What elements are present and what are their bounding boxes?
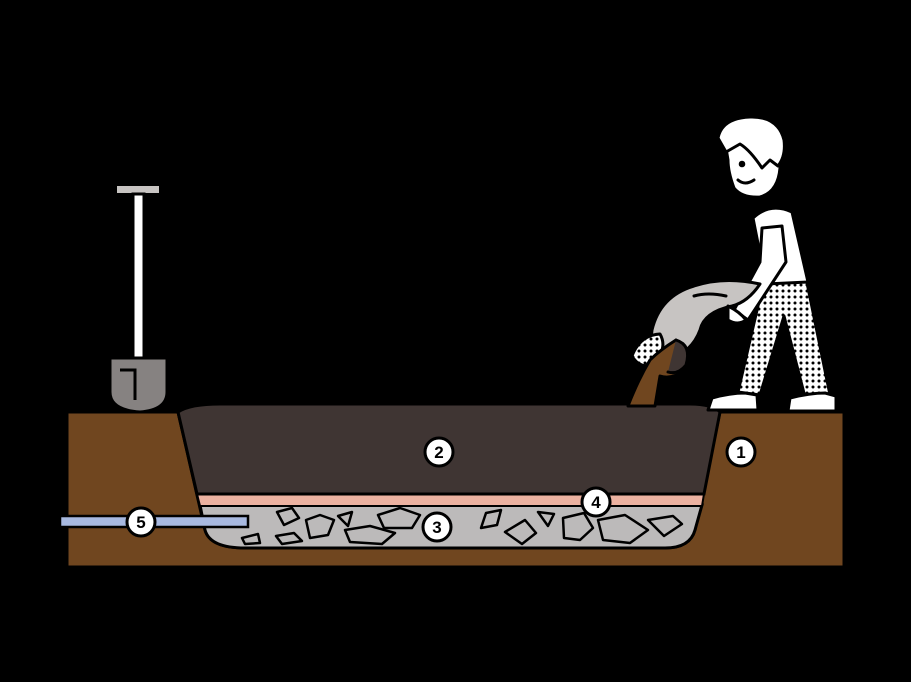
rock xyxy=(343,524,397,546)
rock xyxy=(274,531,304,546)
callout-4-label: 4 xyxy=(591,493,601,512)
rock xyxy=(561,511,595,542)
shovel-icon xyxy=(108,184,169,414)
callout-1-label: 1 xyxy=(736,443,745,462)
rock xyxy=(240,532,262,546)
rock xyxy=(536,510,556,528)
callout-2: 2 xyxy=(423,436,455,468)
sand-layer xyxy=(195,493,706,507)
rock xyxy=(503,518,538,546)
callout-3-label: 3 xyxy=(432,518,441,537)
callout-3: 3 xyxy=(421,511,453,543)
callout-1: 1 xyxy=(725,436,757,468)
gravel-rocks xyxy=(240,506,684,546)
rock xyxy=(596,513,650,545)
callout-2-label: 2 xyxy=(434,443,443,462)
rock xyxy=(304,513,336,540)
callout-4: 4 xyxy=(580,486,612,518)
rock xyxy=(336,510,354,528)
rock xyxy=(479,508,503,530)
person-pouring-bag-icon xyxy=(626,115,838,413)
rock xyxy=(376,506,422,530)
rock xyxy=(646,514,684,538)
callout-5-label: 5 xyxy=(136,513,145,532)
callout-5: 5 xyxy=(125,506,157,538)
rock xyxy=(275,506,301,527)
